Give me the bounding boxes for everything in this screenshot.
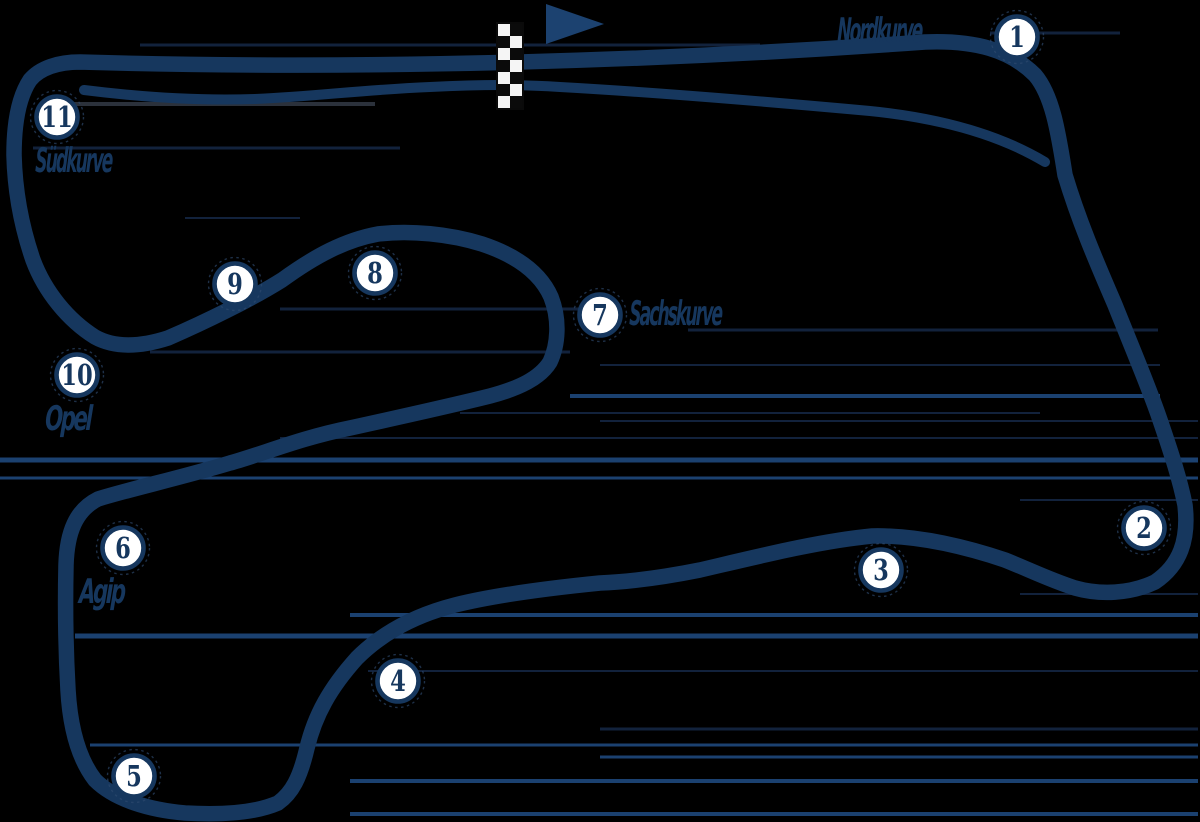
corner-marker-halo <box>370 653 426 709</box>
corner-marker-circle <box>352 250 398 296</box>
corner-label-sachskurve: Sachskurve <box>628 294 722 334</box>
corner-marker-circle <box>100 525 146 571</box>
corner-marker: 4 <box>370 653 426 709</box>
corner-marker-circle <box>577 292 623 338</box>
corner-marker-circle <box>34 94 80 140</box>
corner-marker-halo <box>49 347 105 403</box>
corner-label-suedkurve: Südkurve <box>34 141 113 181</box>
corner-marker-circle <box>111 753 157 799</box>
corner-marker-circle <box>54 352 100 398</box>
corner-marker-circle <box>994 14 1040 60</box>
corner-number: 2 <box>1136 512 1152 545</box>
corner-marker-halo <box>572 287 628 343</box>
corner-label-opel: Opel <box>44 399 92 439</box>
corner-number: 8 <box>367 257 383 290</box>
corner-marker-halo <box>853 542 909 598</box>
corner-marker-circle <box>375 658 421 704</box>
corner-marker: 11 <box>29 89 85 145</box>
corner-marker-circle <box>1121 505 1167 551</box>
track-outline-path <box>6 34 1194 822</box>
pit-lane-path <box>79 80 1050 167</box>
corner-number: 3 <box>873 554 889 587</box>
corner-marker-circle <box>212 261 258 307</box>
corner-marker: 8 <box>347 245 403 301</box>
corner-number: 11 <box>41 101 72 134</box>
corner-marker-halo <box>347 245 403 301</box>
start-finish-checkers <box>496 22 524 110</box>
corner-marker-halo <box>95 520 151 576</box>
corner-marker-halo <box>989 9 1045 65</box>
corner-number: 6 <box>115 532 131 565</box>
corner-number: 1 <box>1009 21 1025 54</box>
corner-marker: 1 <box>989 9 1045 65</box>
corner-number: 9 <box>227 268 243 301</box>
corner-markers: 1 2 3 4 5 6 7 8 9 10 11 <box>29 9 1172 804</box>
corner-label-agip: Agip <box>78 572 125 612</box>
corner-marker-circle <box>858 547 904 593</box>
corner-marker-halo <box>1116 500 1172 556</box>
corner-number: 10 <box>61 359 92 392</box>
decorative-lines <box>0 31 1198 816</box>
start-flag-icon <box>546 4 604 44</box>
corner-marker: 2 <box>1116 500 1172 556</box>
corner-marker: 10 <box>49 347 105 403</box>
corner-number: 7 <box>592 299 608 332</box>
corner-marker: 5 <box>106 748 162 804</box>
corner-marker: 3 <box>853 542 909 598</box>
corner-number: 5 <box>126 760 142 793</box>
corner-number: 4 <box>390 665 406 698</box>
corner-marker: 9 <box>207 256 263 312</box>
corner-marker-halo <box>29 89 85 145</box>
corner-marker-halo <box>207 256 263 312</box>
corner-marker: 7 <box>572 287 628 343</box>
corner-marker-halo <box>106 748 162 804</box>
corner-marker: 6 <box>95 520 151 576</box>
corner-label-nordkurve: Nordkurve <box>836 11 923 51</box>
